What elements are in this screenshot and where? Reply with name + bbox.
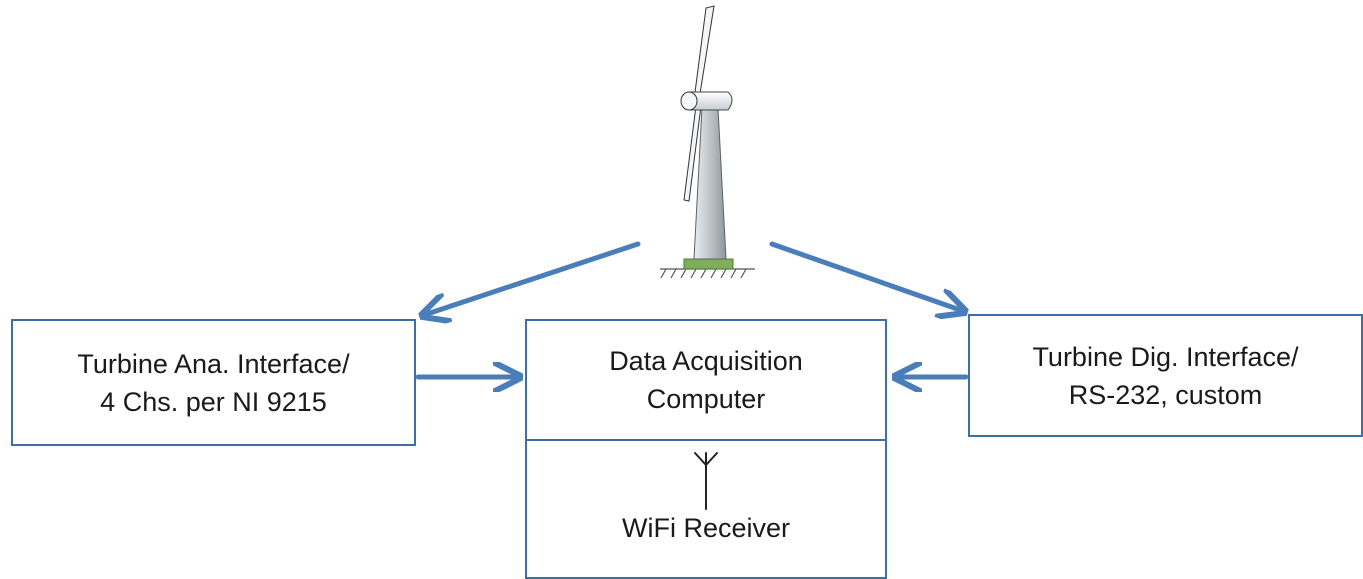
system-diagram (0, 5, 1363, 564)
wind-turbine-icon (660, 5, 755, 279)
digital-interface-title: Turbine Dig. Interface/ (1032, 341, 1299, 372)
data-acquisition-box: Data Acquisition Computer (525, 319, 887, 441)
data-acquisition-detail: Computer (646, 384, 766, 414)
wifi-receiver-label: WiFi Receiver (621, 513, 790, 543)
digital-interface-detail: RS-232, custom (1068, 379, 1263, 410)
arrow-turbine-to-digital (769, 241, 963, 311)
antenna-icon (694, 452, 718, 510)
turbine-hub (680, 91, 698, 111)
analog-interface-box: Turbine Ana. Interface/ 4 Chs. per NI 92… (11, 319, 416, 446)
analog-interface-title: Turbine Ana. Interface/ (77, 348, 350, 379)
data-acquisition-title: Data Acquisition (609, 346, 803, 376)
analog-interface-detail: 4 Chs. per NI 9215 (100, 386, 327, 417)
arrow-turbine-to-analog (424, 241, 641, 315)
turbine-base (683, 258, 734, 270)
ground-hatch (660, 268, 755, 279)
digital-interface-box: Turbine Dig. Interface/ RS-232, custom (968, 314, 1363, 437)
turbine-tower (693, 107, 727, 260)
diagram-arrows (418, 241, 966, 377)
turbine-nacelle (689, 91, 733, 111)
